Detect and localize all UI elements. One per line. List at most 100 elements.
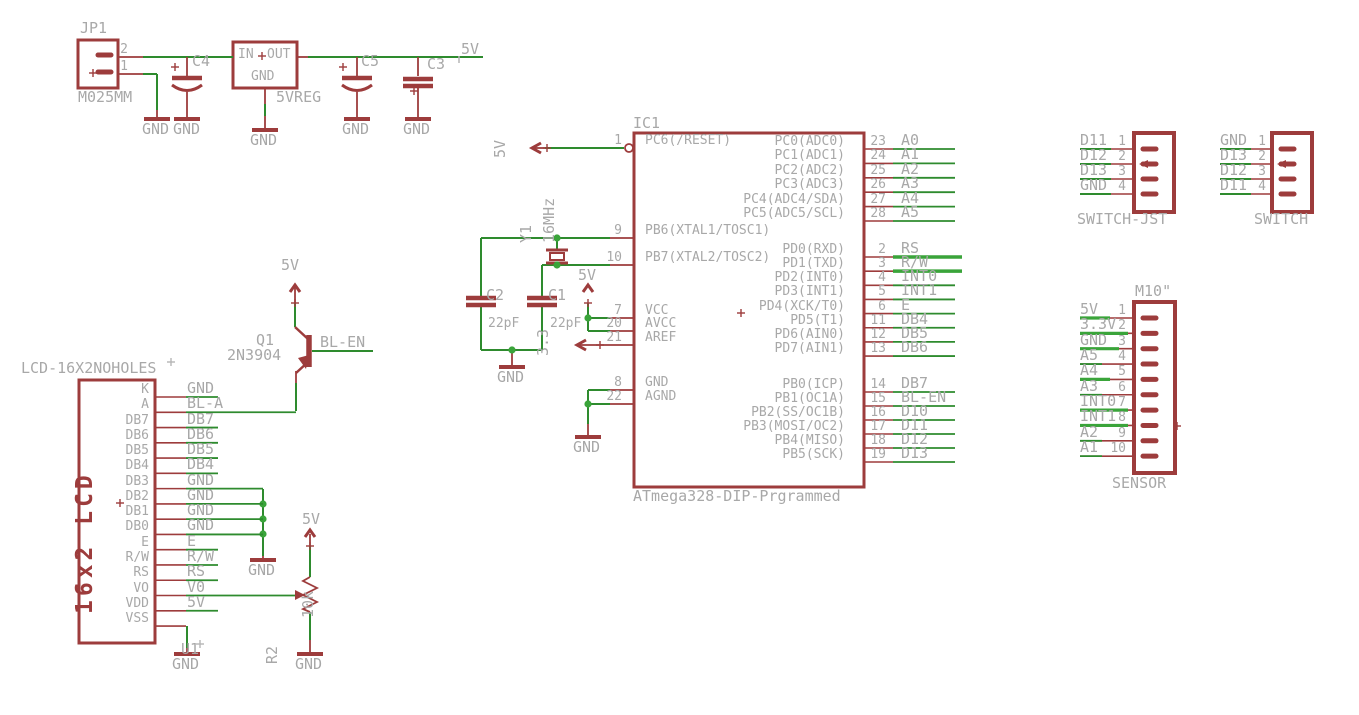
net-label: A1	[901, 145, 920, 164]
net-label: R/W	[901, 253, 929, 272]
pin-name: PD2(INT0)	[774, 270, 845, 286]
net-label: INT1	[1080, 407, 1117, 426]
pin-number: 15	[870, 391, 886, 406]
connector-pin-row: A2 9	[0, 424, 1359, 441]
component-ref: Q1	[256, 331, 275, 349]
net-label: D12	[1080, 146, 1108, 164]
pin-number: 14	[870, 377, 886, 392]
pin-name: PC1(ADC1)	[774, 148, 845, 164]
pin-name: DB2	[125, 488, 149, 504]
pin-number: 10	[606, 250, 622, 265]
pin-name: PC5(ADC5/SCL)	[743, 206, 845, 221]
pin-number: 13	[870, 341, 886, 357]
pin-number: 5	[1118, 364, 1126, 380]
pin-number: 9	[614, 223, 622, 238]
net-label: GND	[187, 379, 215, 397]
ic-pin-row: PB0(ICP) 14 DB7	[0, 376, 1359, 392]
pin-number: 1	[614, 133, 622, 148]
pin-number: 4	[1258, 179, 1266, 194]
lcd-pin-row: DB4 DB4	[0, 457, 1359, 473]
ic-pin-row: PD3(INT1) 5 INT1	[0, 283, 1359, 300]
component-value: 22pF	[488, 316, 520, 331]
pin-name: PB4(MISO)	[774, 433, 845, 448]
gnd-label: GND	[173, 120, 201, 138]
ic-pin-row: PD5(T1) 11 DB4	[0, 311, 1359, 328]
component-ref: C3	[427, 55, 446, 73]
pin-number: 16	[870, 405, 886, 420]
component-value: 22pF	[550, 316, 582, 331]
connector-pin-row: A3 6	[0, 378, 1359, 395]
net-label: DB6	[901, 338, 929, 357]
net-label: D13	[901, 444, 929, 462]
supply-label-5v: 5V	[578, 266, 597, 284]
component-value: 5VREG	[276, 88, 322, 106]
lcd-pin-row: DB3 GND	[0, 472, 1359, 489]
pin-name: R/W	[125, 549, 149, 565]
supply-label-5v: 5V	[281, 256, 300, 274]
pin-number: 8	[614, 375, 622, 390]
ic-pin-row: PD0(RXD) 2 RS	[0, 241, 1359, 257]
ic-pin-row: PB2(SS/OC1B) 16 D10	[0, 404, 1359, 420]
pin-name: PB2(SS/OC1B)	[751, 405, 845, 420]
pin-number: 20	[606, 316, 622, 331]
ic-pin-row: PC2(ADC2) 25 A2	[0, 161, 1359, 178]
pin-name: DB3	[125, 473, 149, 489]
net-label: E	[187, 531, 197, 550]
pin-number: 2	[1258, 149, 1266, 164]
pin-number: 2	[1118, 318, 1126, 334]
net-label: 5V	[1080, 300, 1099, 318]
connector-pin-row: INT1 8	[0, 407, 1359, 426]
pin-name: A	[141, 397, 149, 413]
pin-name: PB3(MOSI/OC2)	[743, 419, 845, 434]
component-ref: IC1	[633, 114, 661, 132]
net-label: V0	[187, 577, 206, 596]
supply-label-5v: 5V	[302, 510, 321, 528]
net-label: D12	[1220, 161, 1248, 179]
pin-name: DB6	[125, 427, 149, 443]
component-ref: JP1	[80, 19, 108, 37]
pin-name: DB0	[125, 519, 149, 535]
gnd-label: GND	[250, 131, 278, 149]
pin-name: RS	[133, 565, 149, 581]
net-label: D12	[901, 430, 929, 448]
net-label: GND	[187, 501, 215, 520]
gnd-label: GND	[573, 438, 601, 456]
component-ref: C5	[361, 52, 380, 70]
pin-number: 26	[870, 177, 886, 193]
component-ref: R2	[263, 645, 281, 664]
ic-pin-row: PC3(ADC3) 26 A3	[0, 176, 1359, 193]
pin-number: 22	[606, 389, 622, 404]
pin-name: PC6(/RESET)	[645, 133, 732, 148]
lcd-pin-row: A BL-A	[0, 396, 1359, 413]
lcd-pin-row: VSS	[0, 612, 1359, 626]
net-label: A4	[901, 188, 920, 207]
regulator-pin-in: IN	[238, 47, 254, 62]
net-label: D13	[1220, 146, 1248, 164]
pin-number: 25	[870, 162, 886, 178]
ic-pin-row: 1 PC6(/RESET)	[0, 134, 1359, 148]
gnd-label: GND	[342, 120, 370, 138]
connector-pin-row: GND 3	[0, 332, 1359, 349]
net-label: A0	[901, 131, 920, 149]
pin-number: 7	[614, 303, 622, 318]
connector-title: SWITCH-JST	[1077, 210, 1168, 228]
ic-pin-row: PB3(MOSI/OC2) 17 D11	[0, 418, 1359, 434]
net-label: INT0	[901, 267, 938, 286]
pin-number: 11	[870, 312, 886, 328]
connector-pin-row: 3.3V 2	[0, 317, 1359, 334]
net-label: RS	[187, 562, 206, 581]
pin-number: 2	[120, 42, 128, 57]
pin-number: 28	[870, 206, 886, 221]
ic-pin-row: PD2(INT0) 4 INT0	[0, 267, 1359, 286]
lcd-pin-row: DB7 DB7	[0, 411, 1359, 428]
pin-name: PB6(XTAL1/TOSC1)	[645, 223, 771, 238]
gnd-label: GND	[248, 561, 276, 579]
pin-number: 5	[878, 284, 886, 300]
pin-number: 3	[1258, 164, 1266, 179]
ic-pin-row: PD6(AIN0) 12 DB5	[0, 325, 1359, 342]
pin-name: E	[141, 534, 149, 550]
